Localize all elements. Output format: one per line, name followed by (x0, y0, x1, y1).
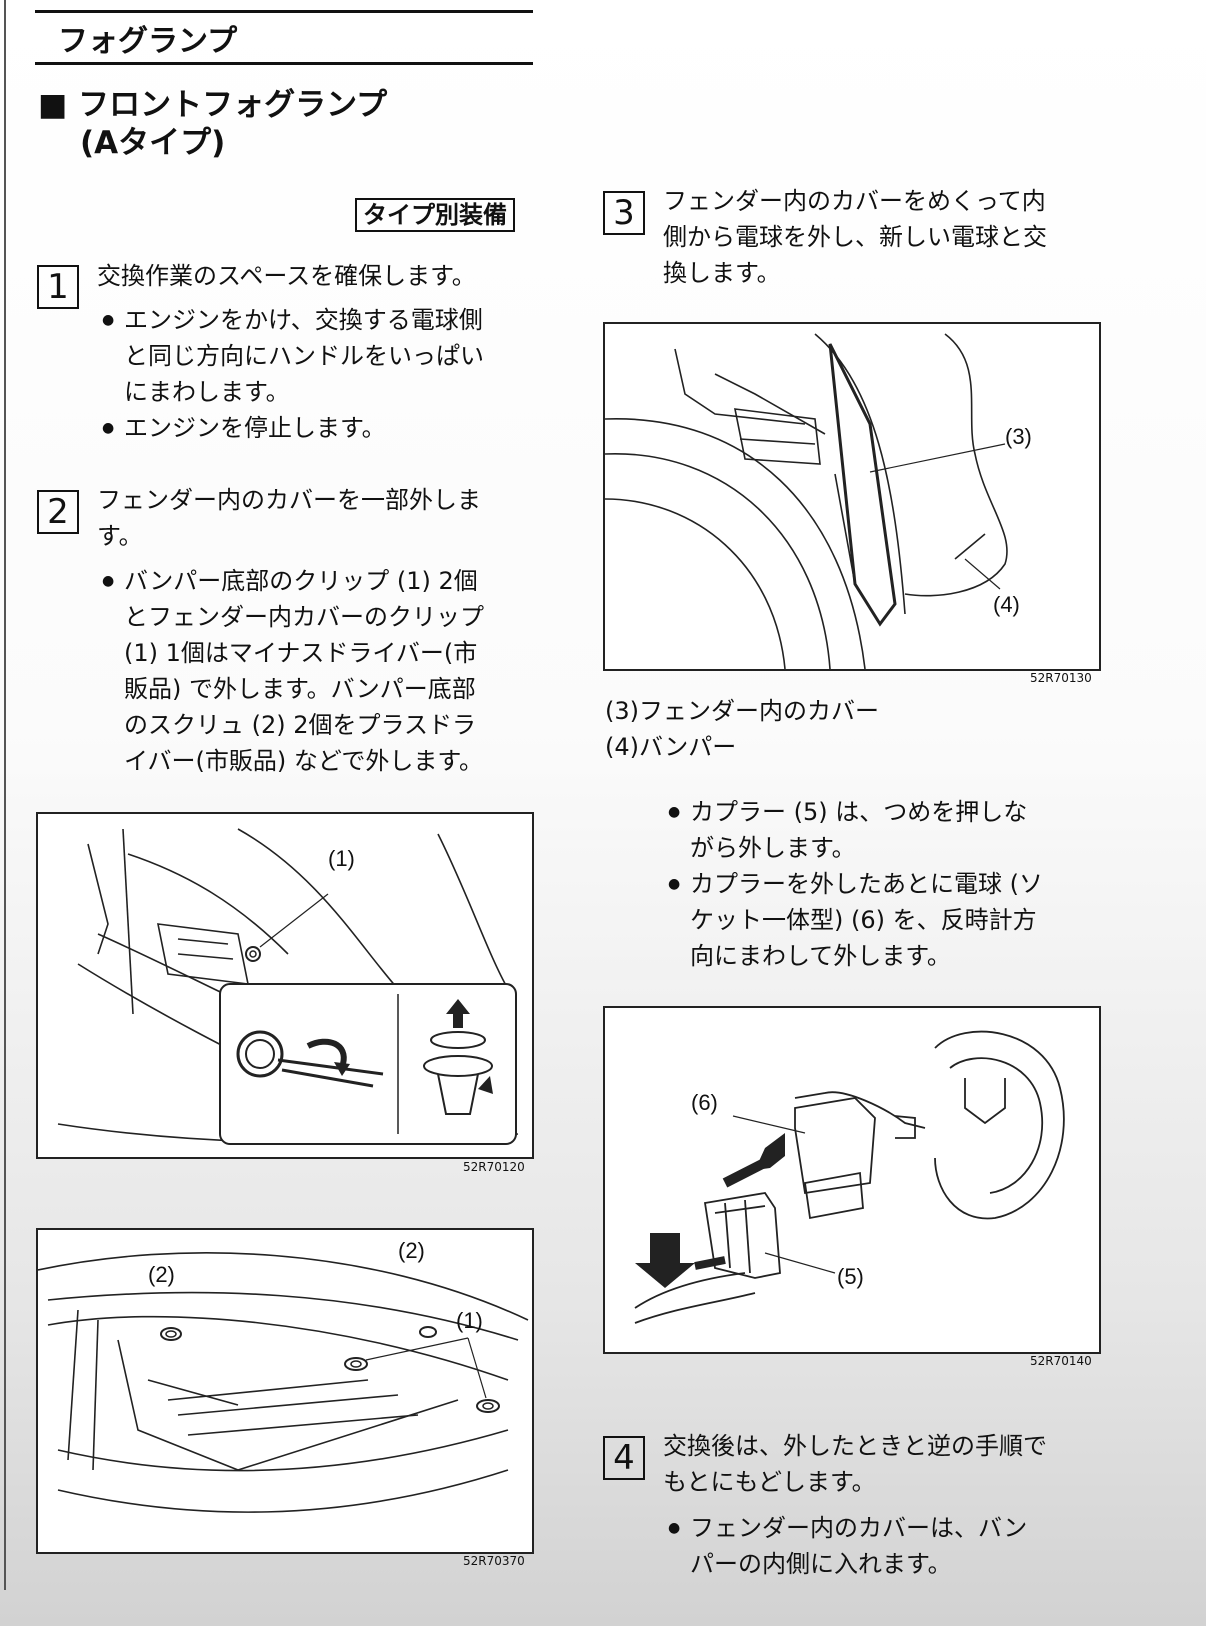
bulb-removal-illustration (634, 1030, 1065, 1324)
step1-bullet-1-line: にまわします。 (124, 378, 290, 406)
fig3-code: 52R70130 (1030, 671, 1092, 685)
step3-text-line: フェンダー内のカバーをめくって内 (663, 187, 1046, 215)
step2-text-line: フェンダー内のカバーを一部外しま (97, 486, 481, 514)
fig2-code: 52R70370 (463, 1554, 525, 1568)
fig3-label-4: (4) (993, 592, 1020, 617)
type-tag: タイプ別装備 (355, 198, 515, 232)
step1-bullet-1-line: エンジンをかけ、交換する電球側 (124, 306, 483, 334)
step3-bullet-1: カプラー (5) は、つめを押しな がら外します。 (668, 794, 1028, 866)
step2-text: フェンダー内のカバーを一部外しま す。 (97, 482, 481, 554)
step1-bullet-2-line: エンジンを停止します。 (124, 414, 386, 442)
fig4-label-5: (5) (837, 1264, 864, 1289)
step2-bullet-line: 販品) で外します。バンパー底部 (124, 675, 476, 703)
fender-cover-illustration (605, 333, 1008, 669)
fig1-code: 52R70120 (463, 1160, 525, 1174)
step-number-3: 3 (603, 191, 645, 235)
step4-text-line: もとにもどします。 (663, 1468, 876, 1496)
step3-bullet-line: がら外します。 (690, 834, 856, 862)
step1-bullet-2: エンジンを停止します。 (102, 410, 386, 446)
step3-bullet-line: カプラー (5) は、つめを押しな (690, 798, 1028, 826)
step2-bullet-line: イバー(市販品) などで外します。 (124, 747, 483, 775)
step1-text: 交換作業のスペースを確保します。 (97, 262, 476, 290)
step3-text: フェンダー内のカバーをめくって内 側から電球を外し、新しい電球と交 換します。 (663, 183, 1047, 291)
step2-bullet-line: バンパー底部のクリップ (1) 2個 (124, 567, 478, 595)
subsection-title-type: (Aタイプ) (80, 125, 226, 161)
fig3-label-3: (3) (1005, 424, 1032, 449)
fig3-caption-3: (3)フェンダー内のカバー (605, 697, 879, 725)
step4-bullet-line: フェンダー内のカバーは、バン (690, 1514, 1028, 1542)
page-margin-rule (4, 0, 6, 1590)
step1-bullet-1: エンジンをかけ、交換する電球側 と同じ方向にハンドルをいっぱい にまわします。 (102, 302, 484, 410)
step2-bullet-line: とフェンダー内カバーのクリップ (124, 603, 484, 631)
figure-bulb-removal: (6) (5) (603, 1006, 1101, 1354)
step2-bullet-line: (1) 1個はマイナスドライバー(市 (124, 639, 478, 667)
header-bottom-rule (35, 62, 533, 65)
figure-bumper-underside: (2) (2) (1) (36, 1228, 534, 1554)
step3-text-line: 換します。 (663, 259, 781, 287)
step-number-4: 4 (603, 1436, 645, 1480)
step3-bullet-line: カプラーを外したあとに電球 (ソ (690, 870, 1043, 898)
step3-text-line: 側から電球を外し、新しい電球と交 (663, 223, 1047, 251)
step3-bullet-line: 向にまわして外します。 (690, 942, 951, 970)
fig4-code: 52R70140 (1030, 1354, 1092, 1368)
step4-text: 交換後は、外したときと逆の手順で もとにもどします。 (663, 1428, 1047, 1500)
figure-clip-removal: (1) (36, 812, 534, 1159)
clip-removal-illustration (57, 828, 519, 1145)
step2-bullet-line: のスクリュ (2) 2個をプラスドラ (124, 711, 477, 739)
step2-bullet-1: バンパー底部のクリップ (1) 2個 とフェンダー内カバーのクリップ (1) 1… (102, 563, 484, 779)
fig2-label-1: (1) (456, 1308, 483, 1333)
step1-bullet-1-line: と同じ方向にハンドルをいっぱい (124, 342, 484, 370)
step4-bullet-line: パーの内側に入れます。 (690, 1550, 952, 1578)
step3-bullet-line: ケット一体型) (6) を、反時計方 (690, 906, 1037, 934)
fig4-label-6: (6) (691, 1090, 718, 1115)
fig2-label-2b: (2) (398, 1238, 425, 1263)
step-number-1: 1 (37, 265, 79, 309)
step4-bullet-1: フェンダー内のカバーは、バン パーの内側に入れます。 (668, 1510, 1028, 1582)
step3-bullet-2: カプラーを外したあとに電球 (ソ ケット一体型) (6) を、反時計方 向にまわ… (668, 866, 1043, 974)
header-top-rule (35, 10, 533, 13)
subsection-title: ■ フロントフォグランプ (38, 87, 388, 123)
step2-text-line: す。 (97, 522, 143, 550)
step-number-2: 2 (37, 490, 79, 534)
section-title: フォグランプ (58, 24, 238, 59)
bumper-underside-illustration (38, 1252, 529, 1513)
fig2-label-2a: (2) (148, 1262, 175, 1287)
figure-fender-cover: (3) (4) (603, 322, 1101, 671)
fig1-label-1: (1) (328, 846, 355, 871)
fig3-caption-4: (4)バンパー (605, 733, 737, 761)
step4-text-line: 交換後は、外したときと逆の手順で (663, 1432, 1047, 1460)
